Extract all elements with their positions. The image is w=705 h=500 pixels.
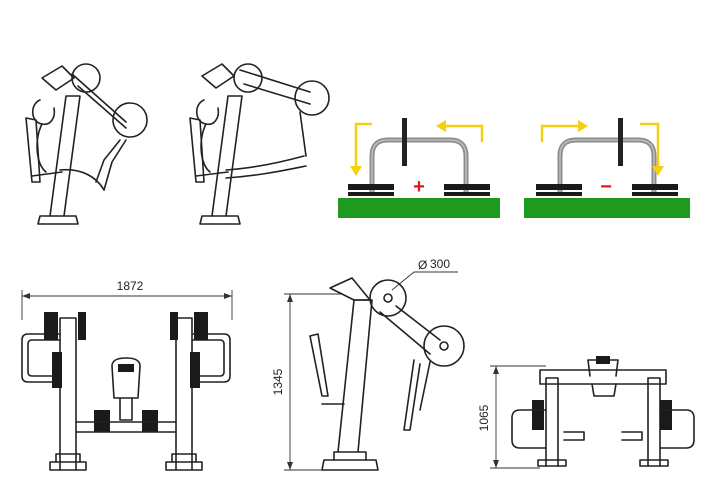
height2-dimension-label: 1065 <box>477 404 491 431</box>
ground-bar <box>338 198 500 218</box>
weight-plate-left <box>348 184 394 190</box>
usage-illustration-start <box>25 63 148 225</box>
usage-illustration-extended <box>189 63 330 225</box>
weight-plate-right <box>632 184 678 190</box>
decrease-symbol: − <box>600 176 612 198</box>
height-dimension-label: 1345 <box>271 368 285 395</box>
side-view-drawing: 1345 Ø 300 <box>271 257 465 471</box>
weight-plate-left <box>536 184 582 190</box>
load-diagram-increase: + <box>338 118 500 218</box>
ground-bar <box>524 198 690 218</box>
back-view-drawing: 1065 <box>477 356 695 469</box>
arrow-down-left <box>354 122 372 168</box>
pulley-diameter-symbol: Ø <box>418 258 427 272</box>
arrow-left-to-right <box>540 124 580 142</box>
increase-symbol: + <box>413 176 425 198</box>
width-dimension-label: 1872 <box>117 279 144 293</box>
arrow-right-to-left <box>444 124 484 142</box>
front-view-drawing: 1872 <box>21 279 233 471</box>
weight-plate-right <box>444 184 490 190</box>
load-diagram-decrease: − <box>524 118 690 218</box>
arrow-down-right <box>640 122 660 168</box>
pulley-diameter-label: 300 <box>430 257 450 271</box>
